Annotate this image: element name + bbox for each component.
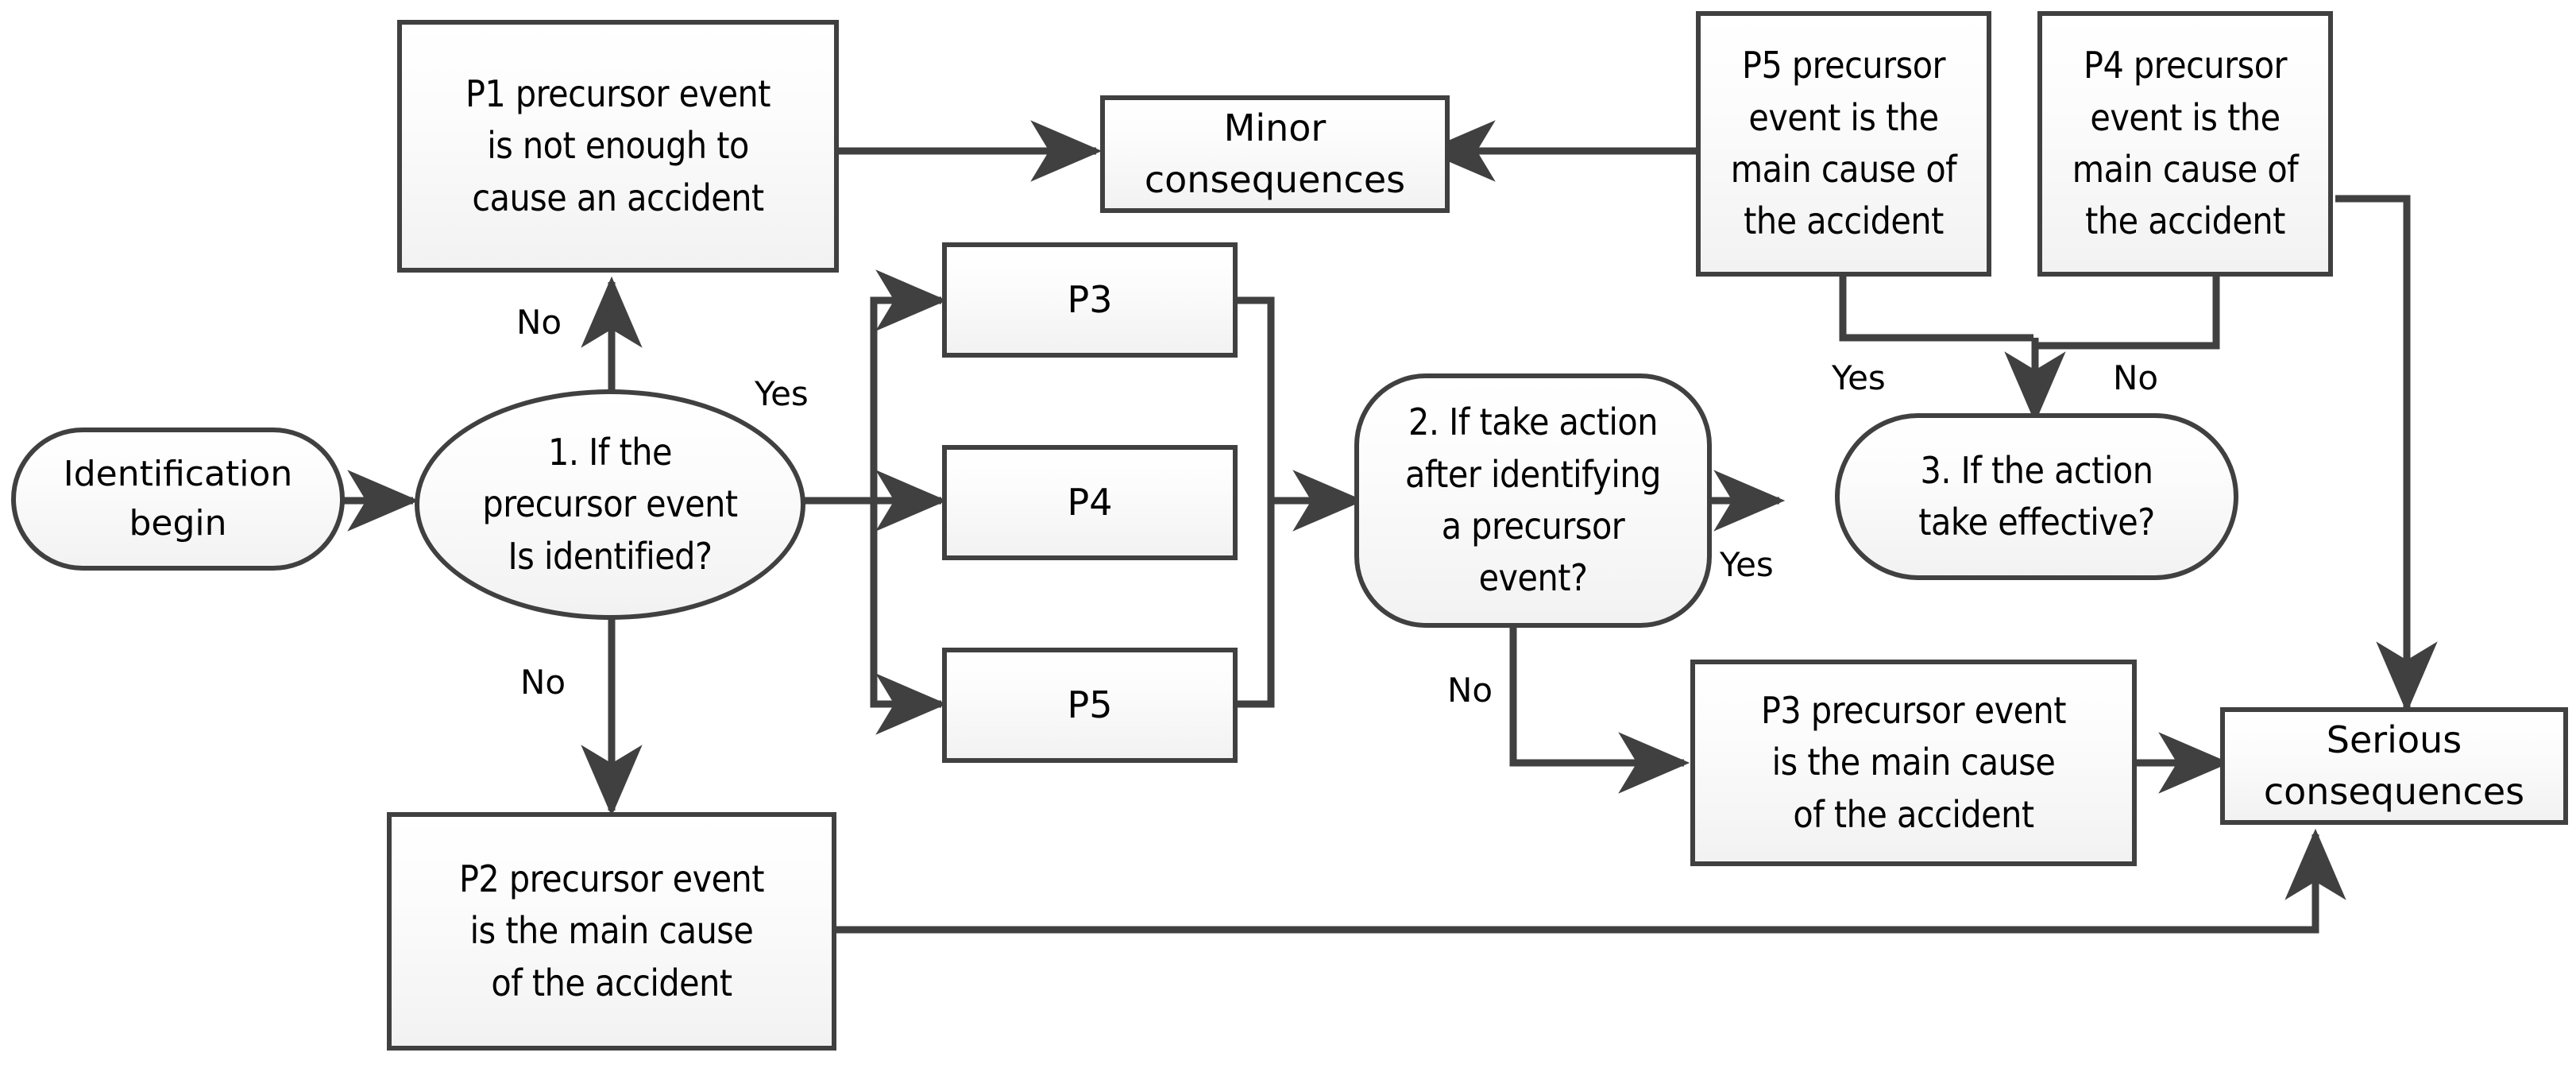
node-decision-3[interactable]: 3. If the action take effective? bbox=[1835, 413, 2238, 580]
node-label: P5 precursor event is the main cause of … bbox=[1730, 44, 1957, 243]
node-p4-main-cause[interactable]: P4 precursor event is the main cause of … bbox=[2037, 11, 2333, 277]
edge-d1-yes-to-p5 bbox=[870, 501, 948, 735]
edge-p-group-collector bbox=[1238, 296, 1275, 708]
edge-label-d2-no: No bbox=[1447, 671, 1493, 710]
edge-label-d1-no-down: No bbox=[520, 663, 566, 702]
node-label: Serious consequences bbox=[2263, 718, 2525, 813]
node-p4[interactable]: P4 bbox=[942, 445, 1238, 560]
edge-label-d3-no: No bbox=[2113, 358, 2159, 397]
node-label: Minor consequences bbox=[1144, 106, 1406, 201]
node-p2-main-cause[interactable]: P2 precursor event is the main cause of … bbox=[387, 812, 836, 1051]
edge-label-d1-yes: Yes bbox=[755, 374, 809, 413]
edge-label-d2-yes: Yes bbox=[1720, 545, 1774, 584]
node-p5[interactable]: P5 bbox=[942, 648, 1238, 763]
node-label: 2. If take action after identifying a pr… bbox=[1405, 400, 1661, 600]
edge-p4cause-merge bbox=[2037, 277, 2220, 350]
edge-p5cause-merge bbox=[1839, 277, 2033, 342]
node-label: P4 precursor event is the main cause of … bbox=[2072, 44, 2299, 243]
edge-d1-yes-to-p3 bbox=[870, 269, 948, 501]
node-p3-main-cause[interactable]: P3 precursor event is the main cause of … bbox=[1690, 660, 2137, 866]
edge-p4cause-to-serious bbox=[2335, 195, 2438, 714]
node-decision-1[interactable]: 1. If the precursor event Is identified? bbox=[415, 389, 805, 620]
edge-label-d1-no-up: No bbox=[516, 303, 562, 342]
edge-p2-to-serious bbox=[836, 828, 2346, 934]
node-minor-consequences[interactable]: Minor consequences bbox=[1100, 95, 1450, 213]
node-identification-begin[interactable]: Identification begin bbox=[11, 428, 345, 571]
node-label: P2 precursor event is the main cause of … bbox=[458, 857, 765, 1004]
node-p5-main-cause[interactable]: P5 precursor event is the main cause of … bbox=[1696, 11, 1991, 277]
node-label: 3. If the action take effective? bbox=[1918, 448, 2155, 544]
edge-d2-no-to-p3cause bbox=[1509, 628, 1690, 794]
node-label: Identification begin bbox=[63, 453, 293, 544]
node-decision-2[interactable]: 2. If take action after identifying a pr… bbox=[1354, 373, 1712, 628]
node-label: P3 bbox=[1067, 277, 1113, 321]
node-serious-consequences[interactable]: Serious consequences bbox=[2220, 707, 2568, 825]
node-label: P1 precursor event is not enough to caus… bbox=[465, 72, 771, 219]
node-p1-not-enough[interactable]: P1 precursor event is not enough to caus… bbox=[397, 20, 839, 273]
node-label: 1. If the precursor event Is identified? bbox=[482, 431, 738, 578]
node-label: P5 bbox=[1067, 683, 1113, 726]
node-p3[interactable]: P3 bbox=[942, 242, 1238, 358]
node-label: P4 bbox=[1067, 480, 1113, 524]
node-label: P3 precursor event is the main cause of … bbox=[1760, 689, 2067, 836]
edge-label-d3-yes: Yes bbox=[1832, 358, 1886, 397]
